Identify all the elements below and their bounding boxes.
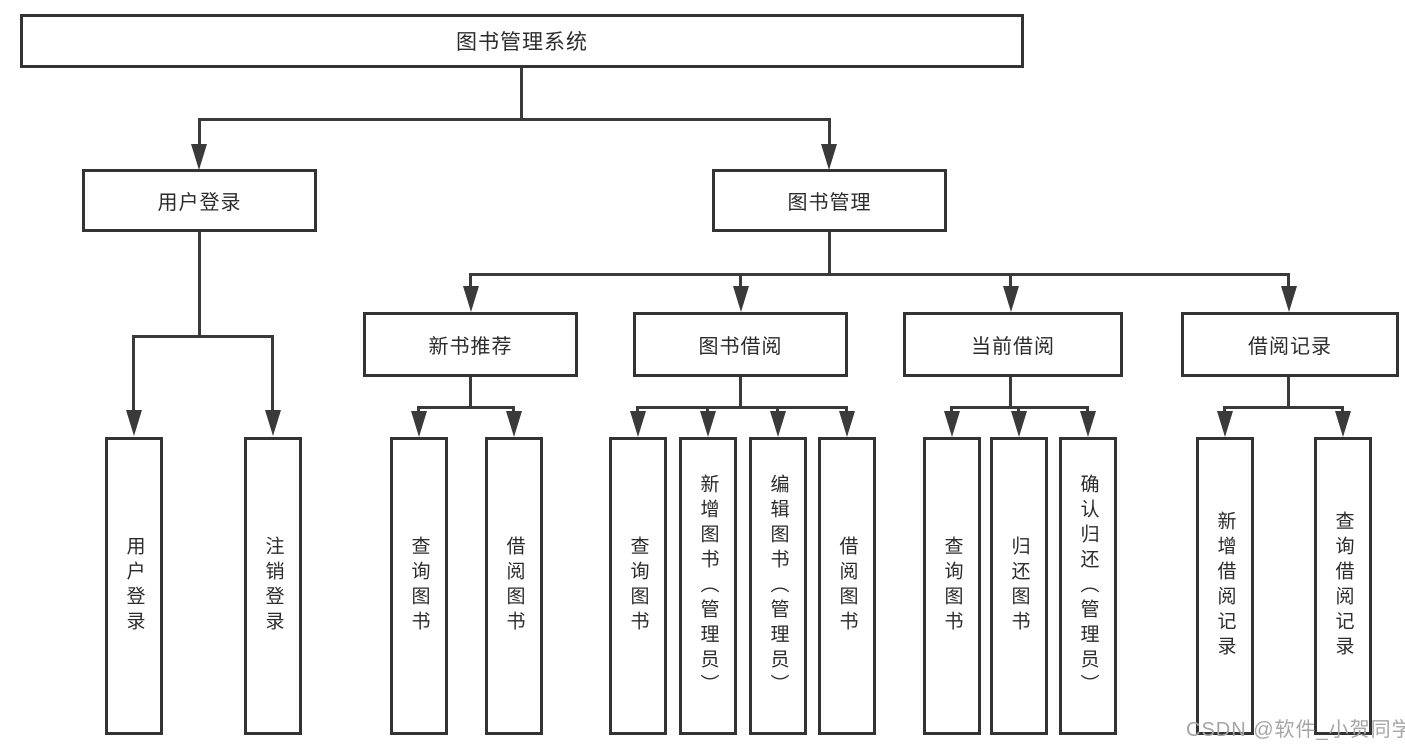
connector-line	[1086, 406, 1089, 414]
arrow-down-icon	[463, 286, 479, 312]
leaf-user-login: 用户登录	[105, 437, 163, 735]
connector-line	[198, 118, 201, 146]
leaf-add-books-admin: 新增图书（管理员）	[679, 437, 737, 735]
node-book-management: 图书管理	[712, 169, 947, 232]
leaf-logout: 注销登录	[244, 437, 302, 735]
leaf-query-books-current: 查询图书	[923, 437, 981, 735]
connector-line	[469, 273, 1290, 276]
connector-line	[828, 232, 831, 273]
leaf-return-books: 归还图书	[990, 437, 1048, 735]
connector-line	[828, 118, 831, 146]
arrow-down-icon	[700, 411, 716, 437]
arrow-down-icon	[1335, 411, 1351, 437]
connector-line	[845, 406, 848, 414]
leaf-label: 查询借阅记录	[1332, 511, 1354, 661]
arrow-down-icon	[821, 144, 837, 170]
arrow-down-icon	[1011, 411, 1027, 437]
leaf-edit-books-admin: 编辑图书（管理员）	[749, 437, 807, 735]
csdn-watermark: CSDN @软件_小贺同学	[1186, 719, 1405, 741]
connector-line	[1223, 406, 1226, 414]
node-root: 图书管理系统	[20, 14, 1024, 68]
arrow-down-icon	[770, 411, 786, 437]
connector-line	[1009, 273, 1012, 288]
connector-line	[512, 406, 515, 414]
leaf-query-books-borrow: 查询图书	[609, 437, 667, 735]
connector-line	[1223, 406, 1344, 409]
leaf-query-borrow-record: 查询借阅记录	[1314, 437, 1372, 735]
connector-line	[636, 406, 639, 414]
leaf-label: 借阅图书	[503, 536, 525, 636]
leaf-label: 确认归还（管理员）	[1077, 473, 1099, 699]
leaf-query-books-recommend: 查询图书	[390, 437, 448, 735]
leaf-label: 用户登录	[123, 536, 145, 636]
arrow-down-icon	[839, 411, 855, 437]
connector-line	[1341, 406, 1344, 414]
leaf-label: 查询图书	[941, 536, 963, 636]
arrow-down-icon	[1217, 411, 1233, 437]
connector-line	[469, 377, 472, 406]
leaf-borrow-books-recommend: 借阅图书	[485, 437, 543, 735]
leaf-label: 查询图书	[408, 536, 430, 636]
connector-line	[271, 335, 274, 412]
node-label: 借阅记录	[1248, 336, 1332, 358]
node-borrow-records: 借阅记录	[1181, 312, 1399, 377]
leaf-label: 归还图书	[1008, 536, 1030, 636]
connector-line	[520, 68, 523, 118]
connector-line	[417, 406, 420, 414]
leaf-label: 新增借阅记录	[1214, 511, 1236, 661]
node-label: 当前借阅	[971, 336, 1055, 358]
leaf-label: 借阅图书	[836, 536, 858, 636]
leaf-confirm-return-admin: 确认归还（管理员）	[1059, 437, 1117, 735]
node-root-label: 图书管理系统	[456, 31, 588, 54]
connector-line	[198, 232, 201, 335]
node-current-borrow: 当前借阅	[903, 312, 1123, 377]
node-label: 图书借阅	[698, 336, 783, 358]
connector-line	[1009, 377, 1012, 406]
connector-line	[417, 406, 515, 409]
arrow-down-icon	[630, 411, 646, 437]
connector-line	[1017, 406, 1020, 414]
connector-line	[739, 273, 742, 288]
connector-line	[1287, 377, 1290, 406]
connector-line	[469, 273, 472, 288]
arrow-down-icon	[733, 286, 749, 312]
leaf-label: 注销登录	[262, 536, 284, 636]
connector-line	[950, 406, 953, 414]
connector-line	[636, 406, 848, 409]
connector-line	[132, 335, 135, 412]
arrow-down-icon	[1003, 286, 1019, 312]
node-label: 用户登录	[157, 192, 242, 214]
arrow-down-icon	[506, 411, 522, 437]
arrow-down-icon	[126, 410, 142, 436]
connector-line	[739, 377, 742, 406]
connector-line	[198, 118, 831, 121]
arrow-down-icon	[1281, 286, 1297, 312]
leaf-label: 新增图书（管理员）	[697, 473, 719, 699]
node-book-borrow: 图书借阅	[633, 312, 848, 377]
arrow-down-icon	[411, 411, 427, 437]
leaf-add-borrow-record: 新增借阅记录	[1196, 437, 1254, 735]
node-user-login: 用户登录	[82, 169, 317, 232]
node-label: 新书推荐	[428, 336, 513, 358]
arrow-down-icon	[265, 410, 281, 436]
leaf-borrow-books: 借阅图书	[818, 437, 876, 735]
connector-line	[132, 335, 274, 338]
node-label: 图书管理	[787, 192, 872, 214]
node-new-book-recommend: 新书推荐	[363, 312, 578, 377]
connector-line	[776, 406, 779, 414]
arrow-down-icon	[1080, 411, 1096, 437]
connector-line	[706, 406, 709, 414]
arrow-down-icon	[944, 411, 960, 437]
arrow-down-icon	[191, 144, 207, 170]
connector-line	[1287, 273, 1290, 288]
leaf-label: 查询图书	[627, 536, 649, 636]
leaf-label: 编辑图书（管理员）	[767, 473, 789, 699]
